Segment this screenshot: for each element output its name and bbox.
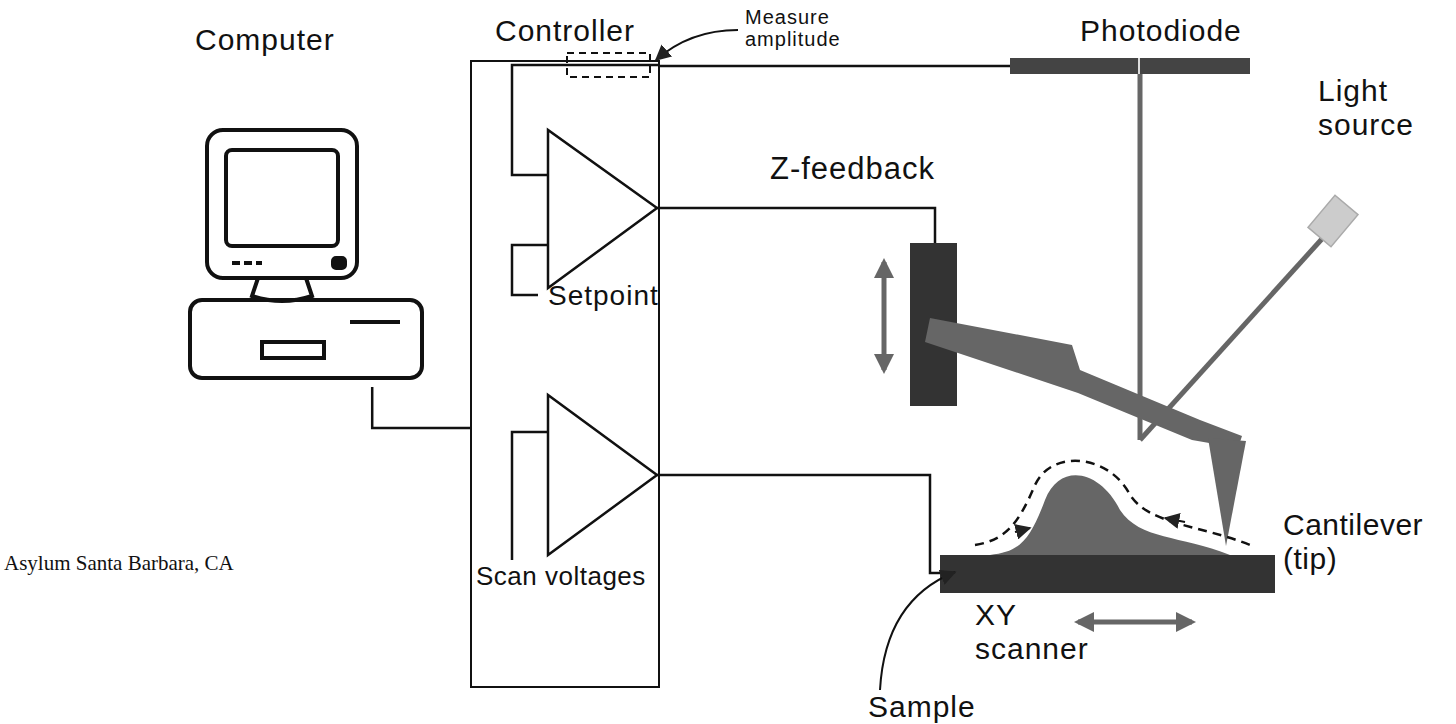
- wire: [372, 387, 470, 428]
- part-label: Sample: [868, 690, 1008, 724]
- controller-circuit: [512, 30, 942, 573]
- part-label: XY scanner: [975, 598, 1085, 665]
- photodiode-node: Photodiode: [1010, 14, 1250, 74]
- photodiode-bar: [1010, 58, 1250, 74]
- signal-label: Measure amplitude: [745, 6, 895, 51]
- controller-outline: [470, 60, 660, 688]
- part-label: Light source: [1318, 74, 1438, 141]
- computer-node: Computer: [185, 15, 425, 387]
- wire: [660, 65, 1010, 68]
- node-title: Computer: [195, 23, 425, 57]
- part-label: Cantilever (tip): [1283, 508, 1453, 575]
- credit-note: Asylum Santa Barbara, CA: [4, 552, 304, 576]
- part-label: Z-feedback: [770, 152, 1010, 187]
- computer-icon: [190, 130, 422, 378]
- signal-label: Setpoint: [548, 280, 668, 311]
- node-title: Photodiode: [1080, 14, 1250, 48]
- sample-stage: [880, 461, 1275, 690]
- node-title: Controller: [470, 14, 660, 48]
- signal-label: Scan voltages: [476, 562, 656, 591]
- afm-head: [884, 72, 1358, 546]
